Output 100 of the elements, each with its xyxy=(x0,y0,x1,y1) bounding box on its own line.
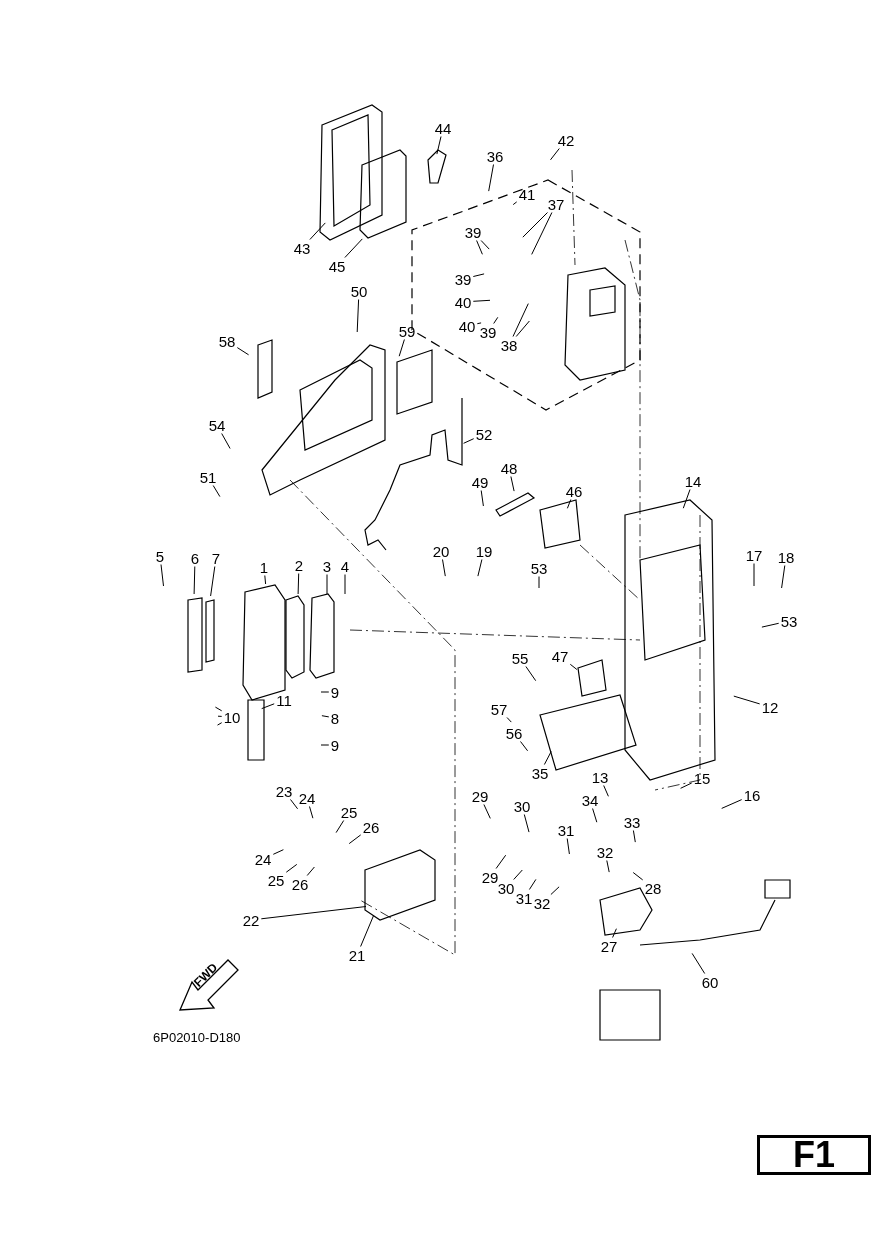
drawing-code: 6P02010-D180 xyxy=(153,1030,241,1045)
leader-line xyxy=(569,663,578,670)
callout-number: 50 xyxy=(349,283,369,299)
callout-number: 34 xyxy=(580,792,600,808)
callout-number: 24 xyxy=(253,851,273,867)
callout-number: 22 xyxy=(241,912,261,928)
leader-line xyxy=(506,717,512,723)
callout-number: 45 xyxy=(327,258,347,274)
callout-number: 53 xyxy=(779,613,799,629)
callout-number: 30 xyxy=(512,798,532,814)
leader-line xyxy=(348,834,362,845)
leader-line xyxy=(680,782,693,789)
callout-number: 51 xyxy=(198,469,218,485)
leader-line xyxy=(321,715,330,718)
leader-line xyxy=(472,299,491,302)
section-tab: F1 xyxy=(757,1135,871,1175)
leader-line xyxy=(306,866,315,876)
callout-number: 52 xyxy=(474,426,494,442)
leader-line xyxy=(550,886,560,895)
callout-number: 32 xyxy=(532,895,552,911)
callout-number: 39 xyxy=(453,271,473,287)
leader-line xyxy=(528,878,537,890)
leader-line xyxy=(753,563,755,587)
leader-line xyxy=(236,347,250,356)
callout-number: 7 xyxy=(210,550,222,566)
leader-line xyxy=(472,273,485,277)
leader-line xyxy=(272,849,284,855)
leader-line xyxy=(566,838,570,855)
leader-line xyxy=(515,320,530,337)
callout-number: 24 xyxy=(297,790,317,806)
leader-line xyxy=(603,785,609,797)
callout-number: 11 xyxy=(275,692,293,708)
leader-line xyxy=(212,485,221,498)
callout-number: 29 xyxy=(470,788,490,804)
leader-line xyxy=(592,808,598,823)
leader-line xyxy=(550,148,560,161)
callout-number: 1 xyxy=(258,559,270,575)
leader-line xyxy=(538,576,540,589)
callout-number: 12 xyxy=(760,699,780,715)
callout-number: 40 xyxy=(453,294,473,310)
leader-line xyxy=(520,741,529,752)
callout-number: 17 xyxy=(744,547,764,563)
callout-number: 48 xyxy=(499,460,519,476)
leader-line xyxy=(721,799,743,809)
leader-line xyxy=(513,869,523,880)
leader-line xyxy=(356,299,360,333)
callout-number: 21 xyxy=(347,947,367,963)
leader-line xyxy=(217,722,223,726)
leader-line xyxy=(436,136,442,155)
leader-line xyxy=(632,872,644,881)
callout-number: 33 xyxy=(622,814,642,830)
leader-line xyxy=(606,860,610,873)
leader-line xyxy=(476,240,483,255)
leader-line xyxy=(260,906,367,920)
leader-line xyxy=(510,476,515,492)
leader-line xyxy=(326,574,328,595)
callout-number: 40 xyxy=(457,318,477,334)
callout-number: 9 xyxy=(329,684,341,700)
callout-number: 14 xyxy=(683,473,703,489)
callout-number: 27 xyxy=(599,938,619,954)
callout-number: 8 xyxy=(329,710,341,726)
callout-number: 35 xyxy=(530,765,550,781)
leader-line xyxy=(512,303,529,337)
callout-number: 46 xyxy=(564,483,584,499)
leader-line xyxy=(495,854,507,869)
callout-number: 10 xyxy=(222,709,242,725)
leader-line xyxy=(221,433,231,449)
callout-number: 41 xyxy=(517,186,537,202)
callout-number: 3 xyxy=(321,558,333,574)
leader-line xyxy=(160,564,164,587)
leader-line xyxy=(217,715,223,717)
leader-line xyxy=(480,240,490,250)
callout-number: 59 xyxy=(397,323,417,339)
leader-line xyxy=(285,863,298,873)
leader-line xyxy=(344,574,346,595)
callout-number: 36 xyxy=(485,148,505,164)
callout-number: 19 xyxy=(474,543,494,559)
callout-number: 26 xyxy=(361,819,381,835)
leader-line xyxy=(297,573,300,595)
leader-line xyxy=(488,164,494,192)
callout-number: 56 xyxy=(504,725,524,741)
callout-number: 43 xyxy=(292,240,312,256)
callout-number: 28 xyxy=(643,880,663,896)
callout-number: 25 xyxy=(339,804,359,820)
callout-number: 42 xyxy=(556,132,576,148)
callout-number: 13 xyxy=(590,769,610,785)
callout-number: 47 xyxy=(550,648,570,664)
leader-line xyxy=(320,744,330,746)
leader-line xyxy=(522,212,548,238)
leader-line xyxy=(442,559,446,577)
callout-number: 53 xyxy=(529,560,549,576)
callout-number: 26 xyxy=(290,876,310,892)
leader-line xyxy=(309,222,326,240)
leader-line xyxy=(612,928,617,938)
callout-number: 5 xyxy=(154,548,166,564)
leader-line xyxy=(531,212,553,255)
callout-number: 39 xyxy=(478,324,498,340)
leader-line xyxy=(210,566,216,597)
callout-number: 31 xyxy=(514,890,534,906)
callout-number: 55 xyxy=(510,650,530,666)
